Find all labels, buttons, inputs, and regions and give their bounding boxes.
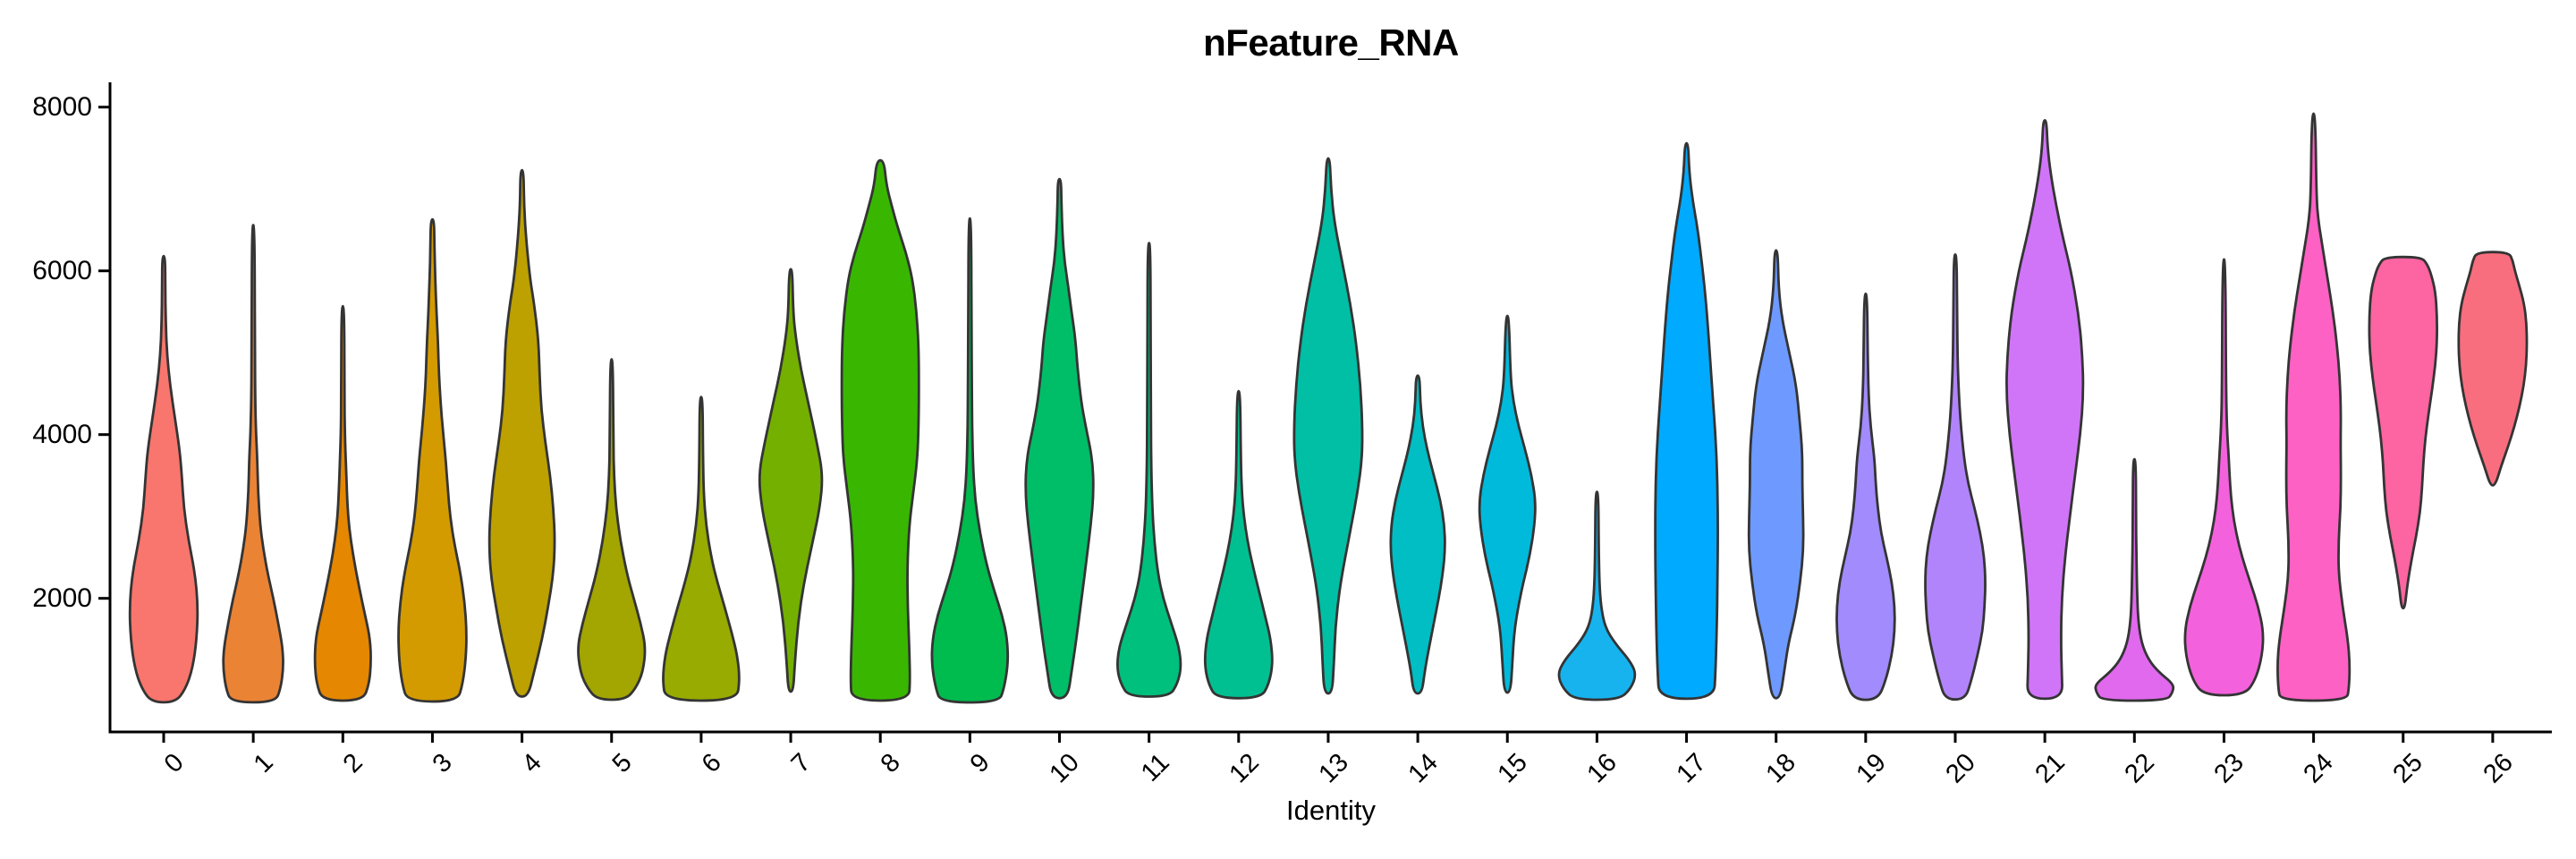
violin-cluster-10	[1024, 177, 1095, 700]
violin-cluster-6	[662, 395, 741, 702]
violin-cluster-18	[1747, 249, 1805, 700]
violin-cluster-26	[2457, 251, 2529, 487]
y-tick-label: 2000	[32, 583, 92, 613]
y-tick-label: 6000	[32, 255, 92, 285]
violin-cluster-3	[397, 217, 468, 703]
violin-cluster-5	[577, 358, 647, 702]
violin-cluster-13	[1292, 157, 1364, 695]
x-axis-title: Identity	[1286, 795, 1376, 826]
violin-cluster-12	[1203, 389, 1274, 700]
y-tick-label: 8000	[32, 91, 92, 122]
violin-cluster-25	[2368, 255, 2438, 610]
violin-cluster-16	[1557, 490, 1637, 702]
violin-cluster-24	[2276, 112, 2351, 702]
violin-cluster-19	[1835, 292, 1896, 702]
violin-cluster-7	[758, 268, 824, 693]
plot-title: nFeature_RNA	[1203, 21, 1459, 64]
violin-cluster-0	[128, 254, 199, 704]
y-tick-label: 4000	[32, 419, 92, 449]
violin-cluster-15	[1478, 314, 1537, 694]
violin-cluster-22	[2094, 457, 2175, 702]
violin-cluster-11	[1116, 242, 1182, 698]
violin-cluster-1	[222, 224, 284, 704]
violin-cluster-17	[1654, 141, 1719, 701]
violin-cluster-14	[1389, 374, 1446, 695]
violin-cluster-9	[930, 217, 1010, 704]
violin-cluster-8	[840, 158, 920, 702]
violin-cluster-4	[487, 168, 556, 698]
violin-cluster-23	[2183, 258, 2265, 697]
violin-cluster-2	[313, 304, 372, 702]
violin-cluster-20	[1924, 253, 1987, 702]
violin-cluster-21	[2005, 119, 2085, 701]
